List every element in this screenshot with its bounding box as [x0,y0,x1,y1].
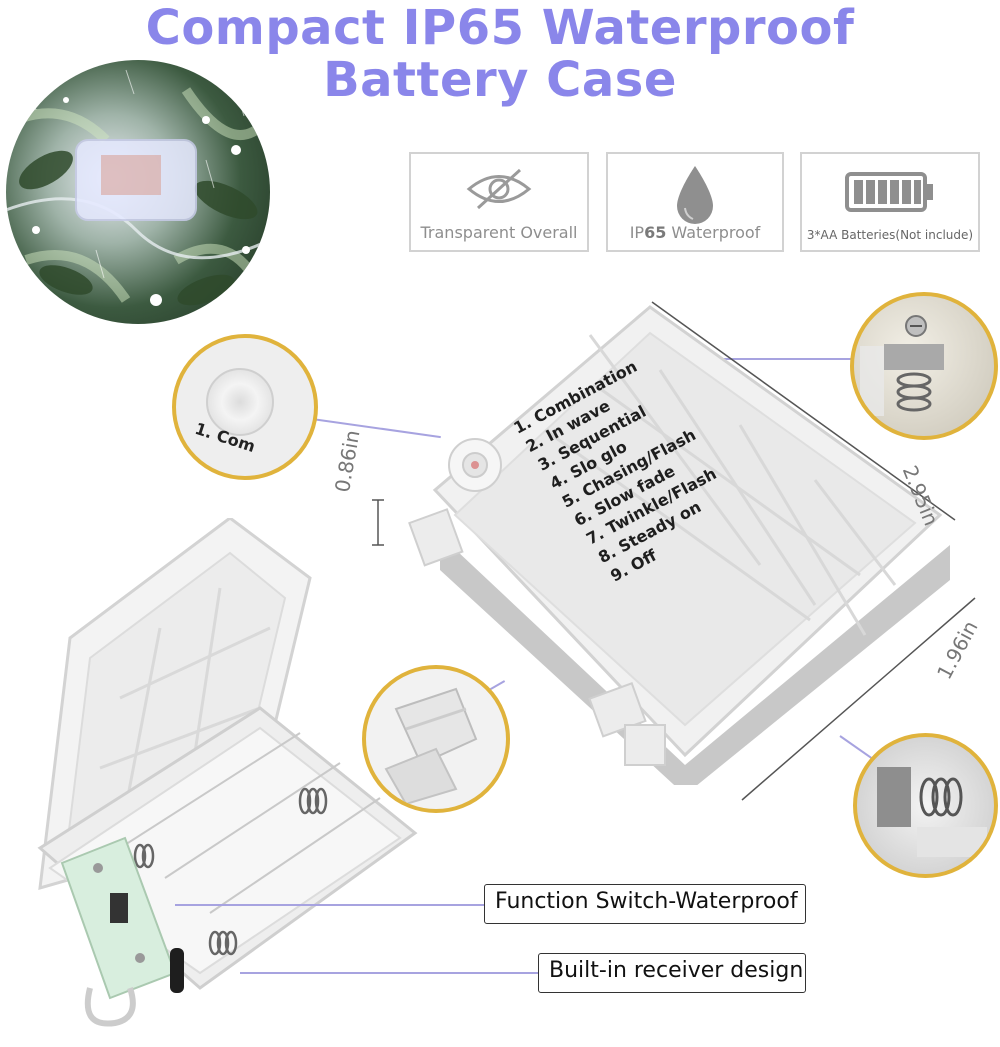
feature-waterproof: IP65 Waterproof [606,152,784,252]
open-battery-case [0,516,470,1043]
callout-function-switch: Function Switch-Waterproof [484,884,806,924]
callout-line-switch [175,904,485,906]
closed-battery-case: 1. Combination 2. In wave 3. Sequential … [395,285,955,795]
callout-line-receiver [240,972,538,974]
label-prefix: IP [629,223,645,242]
feature-batteries: 3*AA Batteries(Not include) [800,152,980,252]
battery-icon [845,170,935,218]
title-line-2: Battery Case [323,52,677,108]
zoom-circle-button: 1. Com [172,334,318,480]
zoom-circle-latch [362,665,510,813]
connector-line [705,358,855,360]
button-closeup [206,368,274,436]
feature-label: 3*AA Batteries(Not include) [806,228,974,242]
feature-transparent: Transparent Overall [409,152,589,252]
rain-photo [6,60,270,324]
eye-off-icon [464,164,534,218]
label-suffix: Waterproof [666,223,761,242]
feature-label: Transparent Overall [420,223,578,242]
title-line-1: Compact IP65 Waterproof [145,0,855,56]
feature-label: IP65 Waterproof [608,223,782,242]
water-drop-icon [673,164,717,232]
callout-receiver: Built-in receiver design [538,953,806,993]
label-bold: 65 [644,223,667,242]
zoom-circle-spring-top [850,292,998,440]
zoom-circle-spring-bottom [853,733,998,878]
page-title: Compact IP65 Waterproof Battery Case [0,2,1000,106]
